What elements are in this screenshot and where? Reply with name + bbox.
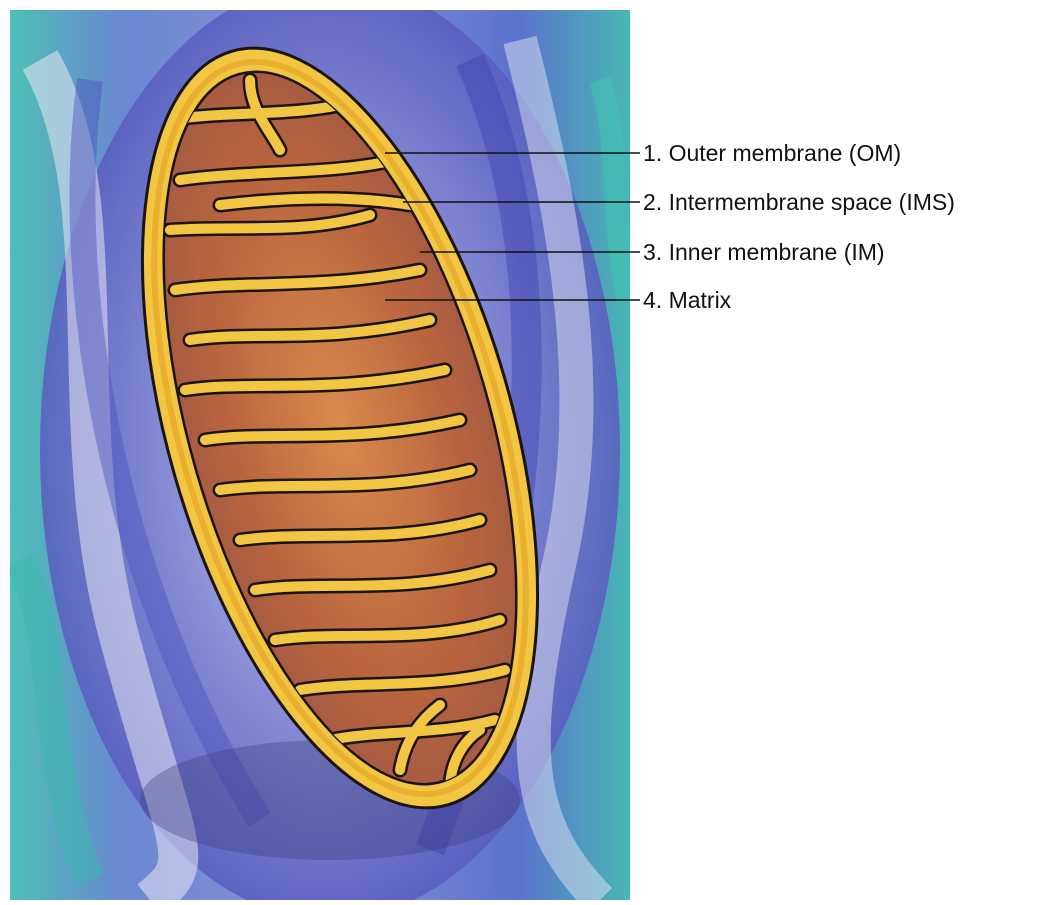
label-inner-membrane: 3. Inner membrane (IM) <box>643 239 885 265</box>
label-outer-membrane: 1. Outer membrane (OM) <box>643 140 901 166</box>
label-matrix: 4. Matrix <box>643 287 732 313</box>
label-intermembrane-space: 2. Intermembrane space (IMS) <box>643 189 955 215</box>
labels: 1. Outer membrane (OM) 2. Intermembrane … <box>643 140 955 313</box>
